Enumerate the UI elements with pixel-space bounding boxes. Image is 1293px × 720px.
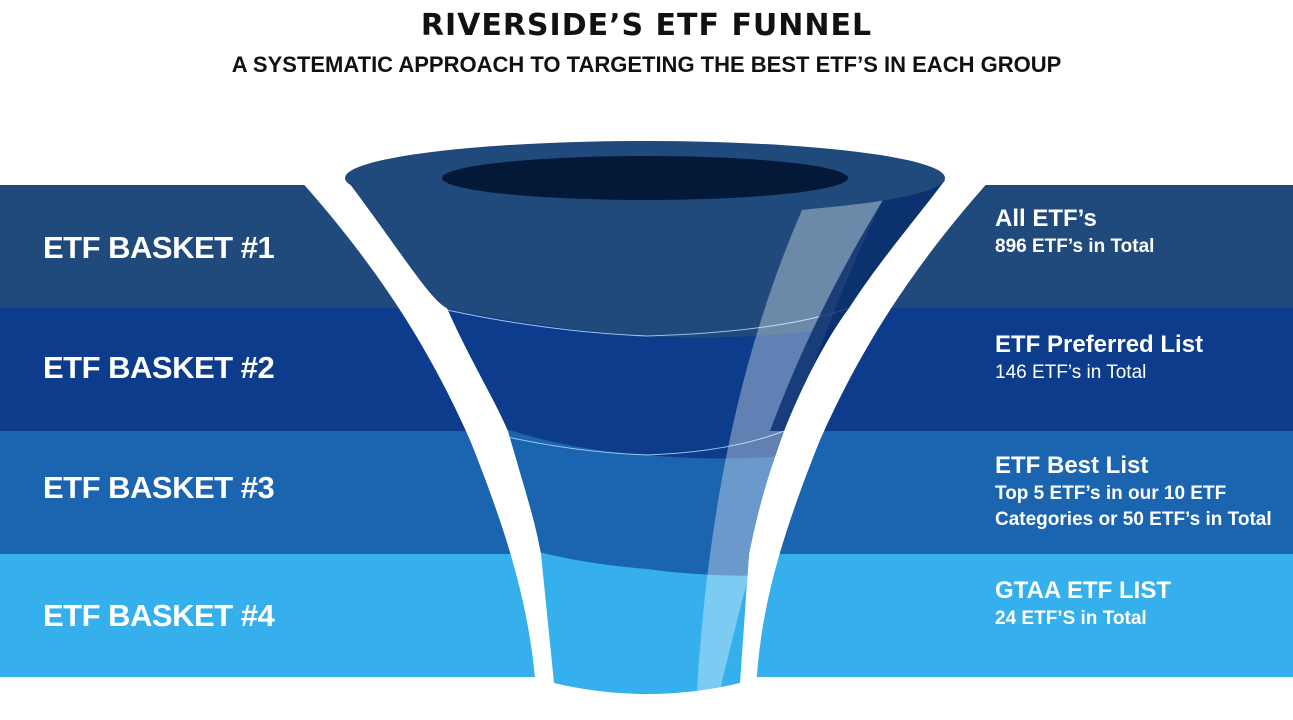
page-title: RIVERSIDE’S ETF FUNNEL	[420, 8, 873, 43]
basket-1-detail: 896 ETF’s in Total	[995, 236, 1155, 257]
basket-3-detail-line-2: Categories or 50 ETF’s in Total	[995, 509, 1272, 530]
basket-1-label: ETF BASKET #1	[43, 230, 275, 265]
basket-1-info: All ETF’s 896 ETF’s in Total	[995, 204, 1154, 260]
page-subtitle: A SYSTEMATIC APPROACH TO TARGETING THE B…	[231, 52, 1062, 77]
basket-4-info: GTAA ETF LIST 24 ETF’S in Total	[995, 576, 1171, 632]
basket-2-label: ETF BASKET #2	[43, 350, 275, 385]
basket-3-info: ETF Best List Top 5 ETF’s in our 10 ETF …	[995, 451, 1272, 533]
basket-4-detail: 24 ETF’S in Total	[995, 608, 1147, 629]
basket-3-title: ETF Best List	[995, 452, 1149, 479]
funnel-highlight	[697, 200, 883, 690]
basket-2-detail: 146 ETF’s in Total	[995, 362, 1147, 383]
basket-4-title: GTAA ETF LIST	[995, 577, 1171, 604]
basket-2-info: ETF Preferred List 146 ETF’s in Total	[995, 330, 1203, 386]
basket-2-title: ETF Preferred List	[995, 331, 1204, 358]
basket-4-label: ETF BASKET #4	[43, 598, 275, 633]
basket-1-title: All ETF’s	[995, 205, 1097, 232]
basket-3-detail-line-1: Top 5 ETF’s in our 10 ETF	[995, 483, 1227, 504]
basket-3-label: ETF BASKET #3	[43, 470, 275, 505]
funnel-opening	[442, 156, 848, 200]
